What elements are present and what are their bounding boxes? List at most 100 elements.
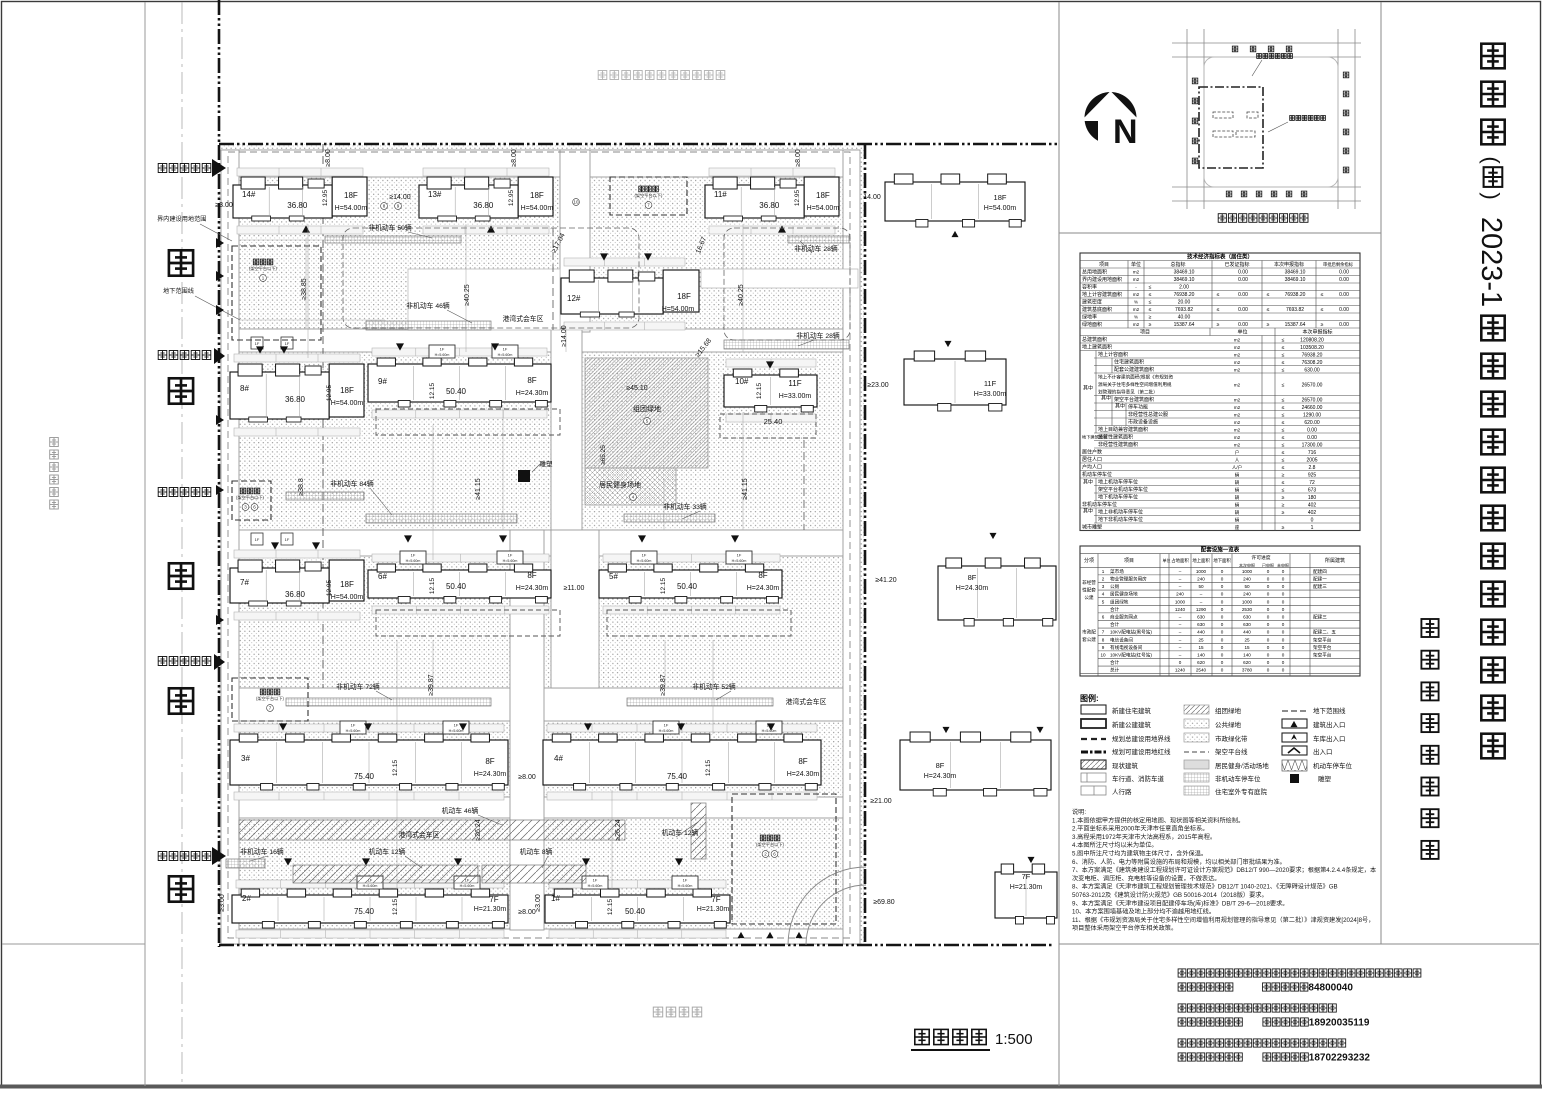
svg-text:H=5.60m: H=5.60m: [435, 353, 450, 357]
svg-text:25.40: 25.40: [764, 417, 783, 426]
svg-text:地下机动车停车位: 地下机动车停车位: [1098, 494, 1138, 501]
svg-text:0: 0: [1282, 652, 1285, 657]
svg-text:商业服务网点: 商业服务网点: [1110, 613, 1138, 620]
svg-text:15: 15: [1198, 645, 1204, 650]
svg-text:0: 0: [1282, 645, 1285, 650]
svg-text:-: -: [1135, 285, 1137, 290]
svg-text:24660.00: 24660.00: [1302, 405, 1323, 411]
svg-text:0: 0: [1221, 622, 1224, 627]
svg-text:7F: 7F: [489, 895, 498, 904]
svg-text:0.00: 0.00: [1238, 307, 1248, 313]
svg-text:规划总建设用地界线: 规划总建设用地界线: [1112, 734, 1171, 743]
svg-text:地上目助兼容建筑面积: 地上目助兼容建筑面积: [1098, 426, 1148, 433]
svg-text:0: 0: [1282, 576, 1285, 581]
svg-text:630.00: 630.00: [1304, 367, 1320, 373]
svg-text:电信设备间: 电信设备间: [1110, 636, 1133, 643]
svg-text:m2: m2: [1234, 360, 1241, 365]
svg-text:m2: m2: [1133, 270, 1140, 275]
svg-text:1.本图依据甲方提供的核定用地图、现状图等相关资料所绘制。: 1.本图依据甲方提供的核定用地图、现状图等相关资料所绘制。: [1072, 816, 1244, 824]
svg-text:0: 0: [1267, 652, 1270, 657]
svg-text:户: 户: [1235, 449, 1240, 456]
svg-text:H=5.60m: H=5.60m: [346, 729, 361, 733]
svg-text:合计: 合计: [1110, 621, 1120, 628]
svg-text:0: 0: [1282, 607, 1285, 612]
svg-text:≤: ≤: [1149, 300, 1152, 306]
svg-text:H=24.30m: H=24.30m: [516, 585, 549, 592]
svg-text:50.40: 50.40: [677, 582, 698, 591]
svg-text:7: 7: [647, 203, 650, 208]
svg-text:分项: 分项: [1084, 557, 1094, 564]
svg-text:地下面积: 地下面积: [1213, 557, 1231, 564]
svg-text:≥: ≥: [1149, 315, 1152, 321]
svg-text:≥: ≥: [1217, 322, 1220, 328]
svg-text:项目整体采用架空平台停车相关政策。: 项目整体采用架空平台停车相关政策。: [1072, 924, 1177, 932]
svg-text:架空平台线: 架空平台线: [1215, 747, 1248, 756]
svg-text:≥38.85: ≥38.85: [301, 278, 308, 299]
svg-text:0: 0: [1282, 668, 1285, 673]
svg-text:12.15: 12.15: [756, 382, 763, 399]
svg-text:套公建: 套公建: [1082, 636, 1096, 643]
svg-text:0: 0: [1267, 668, 1270, 673]
svg-text:项目: 项目: [1124, 558, 1134, 564]
svg-text:m2: m2: [1234, 345, 1241, 350]
svg-text:50763-2012及《建筑设计防火规范》GB 50016-: 50763-2012及《建筑设计防火规范》GB 50016-2014（2018版…: [1072, 891, 1268, 899]
svg-text:26570.00: 26570.00: [1302, 382, 1323, 388]
svg-text:925: 925: [1308, 472, 1317, 478]
svg-text:–: –: [1179, 576, 1182, 581]
svg-text:m2: m2: [1234, 382, 1241, 387]
svg-text:新建公建建筑: 新建公建建筑: [1112, 720, 1152, 729]
svg-text:1000: 1000: [1175, 599, 1186, 604]
svg-text:8: 8: [1102, 637, 1105, 642]
svg-text:7、本方案满足《建筑类建设工程规划许可证设计方案规范》DB1: 7、本方案满足《建筑类建设工程规划许可证设计方案规范》DB12/T 990—20…: [1072, 866, 1376, 874]
svg-text:≥: ≥: [1282, 510, 1285, 516]
svg-text:H=5.60m: H=5.60m: [406, 559, 421, 563]
svg-text:0: 0: [1282, 614, 1285, 619]
svg-text:总用地面积: 总用地面积: [1082, 269, 1107, 276]
svg-text:居住户数: 居住户数: [1082, 449, 1102, 456]
svg-text:0: 0: [1282, 569, 1285, 574]
svg-text:非机动车 52辆: 非机动车 52辆: [692, 682, 736, 691]
svg-text:车库出入口: 车库出入口: [1313, 734, 1346, 743]
svg-text:8、本方案满足《天津市建筑工程规划管理技术规范》DB12/T: 8、本方案满足《天津市建筑工程规划管理技术规范》DB12/T 1040-2021…: [1072, 883, 1338, 891]
svg-text:9、本方案满足《天津市建设项目配建停车场(库)标准》DB/T: 9、本方案满足《天津市建设项目配建停车场(库)标准》DB/T 29-6—2018…: [1072, 899, 1288, 907]
svg-text:–: –: [1179, 584, 1182, 589]
svg-text:630: 630: [1197, 614, 1205, 619]
svg-text:图例:: 图例:: [1080, 693, 1099, 703]
svg-text:240: 240: [1197, 576, 1205, 581]
svg-text:8F: 8F: [485, 757, 494, 766]
svg-text:出入口: 出入口: [1313, 747, 1333, 756]
svg-text:座: 座: [1235, 524, 1240, 531]
svg-text:m2: m2: [1234, 352, 1241, 357]
svg-text:架空平台: 架空平台: [1313, 644, 1332, 651]
svg-text:架空平台: 架空平台: [1313, 651, 1332, 658]
svg-text:机动车 46辆: 机动车 46辆: [442, 806, 479, 815]
svg-text:11#: 11#: [714, 190, 727, 199]
svg-text:地下非机动车停车位: 地下非机动车停车位: [1098, 516, 1143, 523]
svg-text:H=5.60m: H=5.60m: [449, 729, 464, 733]
svg-text:9: 9: [397, 204, 400, 209]
svg-text:15: 15: [1244, 645, 1250, 650]
svg-text:≥3.00: ≥3.00: [215, 202, 233, 209]
svg-text:≥14.00: ≥14.00: [561, 325, 568, 346]
svg-text:居住人口: 居住人口: [1082, 456, 1102, 463]
svg-text:10: 10: [573, 200, 579, 205]
svg-text:≥23.00: ≥23.00: [867, 382, 888, 389]
svg-text:≥26.24: ≥26.24: [475, 819, 482, 840]
svg-text:m2: m2: [1133, 307, 1140, 312]
svg-text:103508.20: 103508.20: [1300, 345, 1324, 351]
svg-text:2.00: 2.00: [1179, 285, 1189, 291]
svg-text:公厕: 公厕: [1110, 584, 1120, 590]
svg-text:地上非机动车停车位: 地上非机动车停车位: [1098, 509, 1143, 516]
svg-text:机动车 12辆: 机动车 12辆: [662, 828, 699, 837]
svg-text:10、本方案围墙基础及地上部分均不逾越用地红线。: 10、本方案围墙基础及地上部分均不逾越用地红线。: [1072, 908, 1215, 916]
svg-text:8#: 8#: [240, 384, 249, 393]
svg-text:12.95: 12.95: [322, 189, 329, 206]
svg-text:12.15: 12.15: [429, 382, 436, 399]
svg-text:630: 630: [1243, 622, 1251, 627]
svg-text:0: 0: [1311, 517, 1314, 523]
svg-text:–: –: [1179, 637, 1182, 642]
svg-text:≤: ≤: [1149, 292, 1152, 298]
svg-text:620.00: 620.00: [1304, 420, 1320, 426]
svg-text:m2: m2: [1234, 435, 1241, 440]
svg-text:非经营: 非经营: [1082, 579, 1096, 586]
